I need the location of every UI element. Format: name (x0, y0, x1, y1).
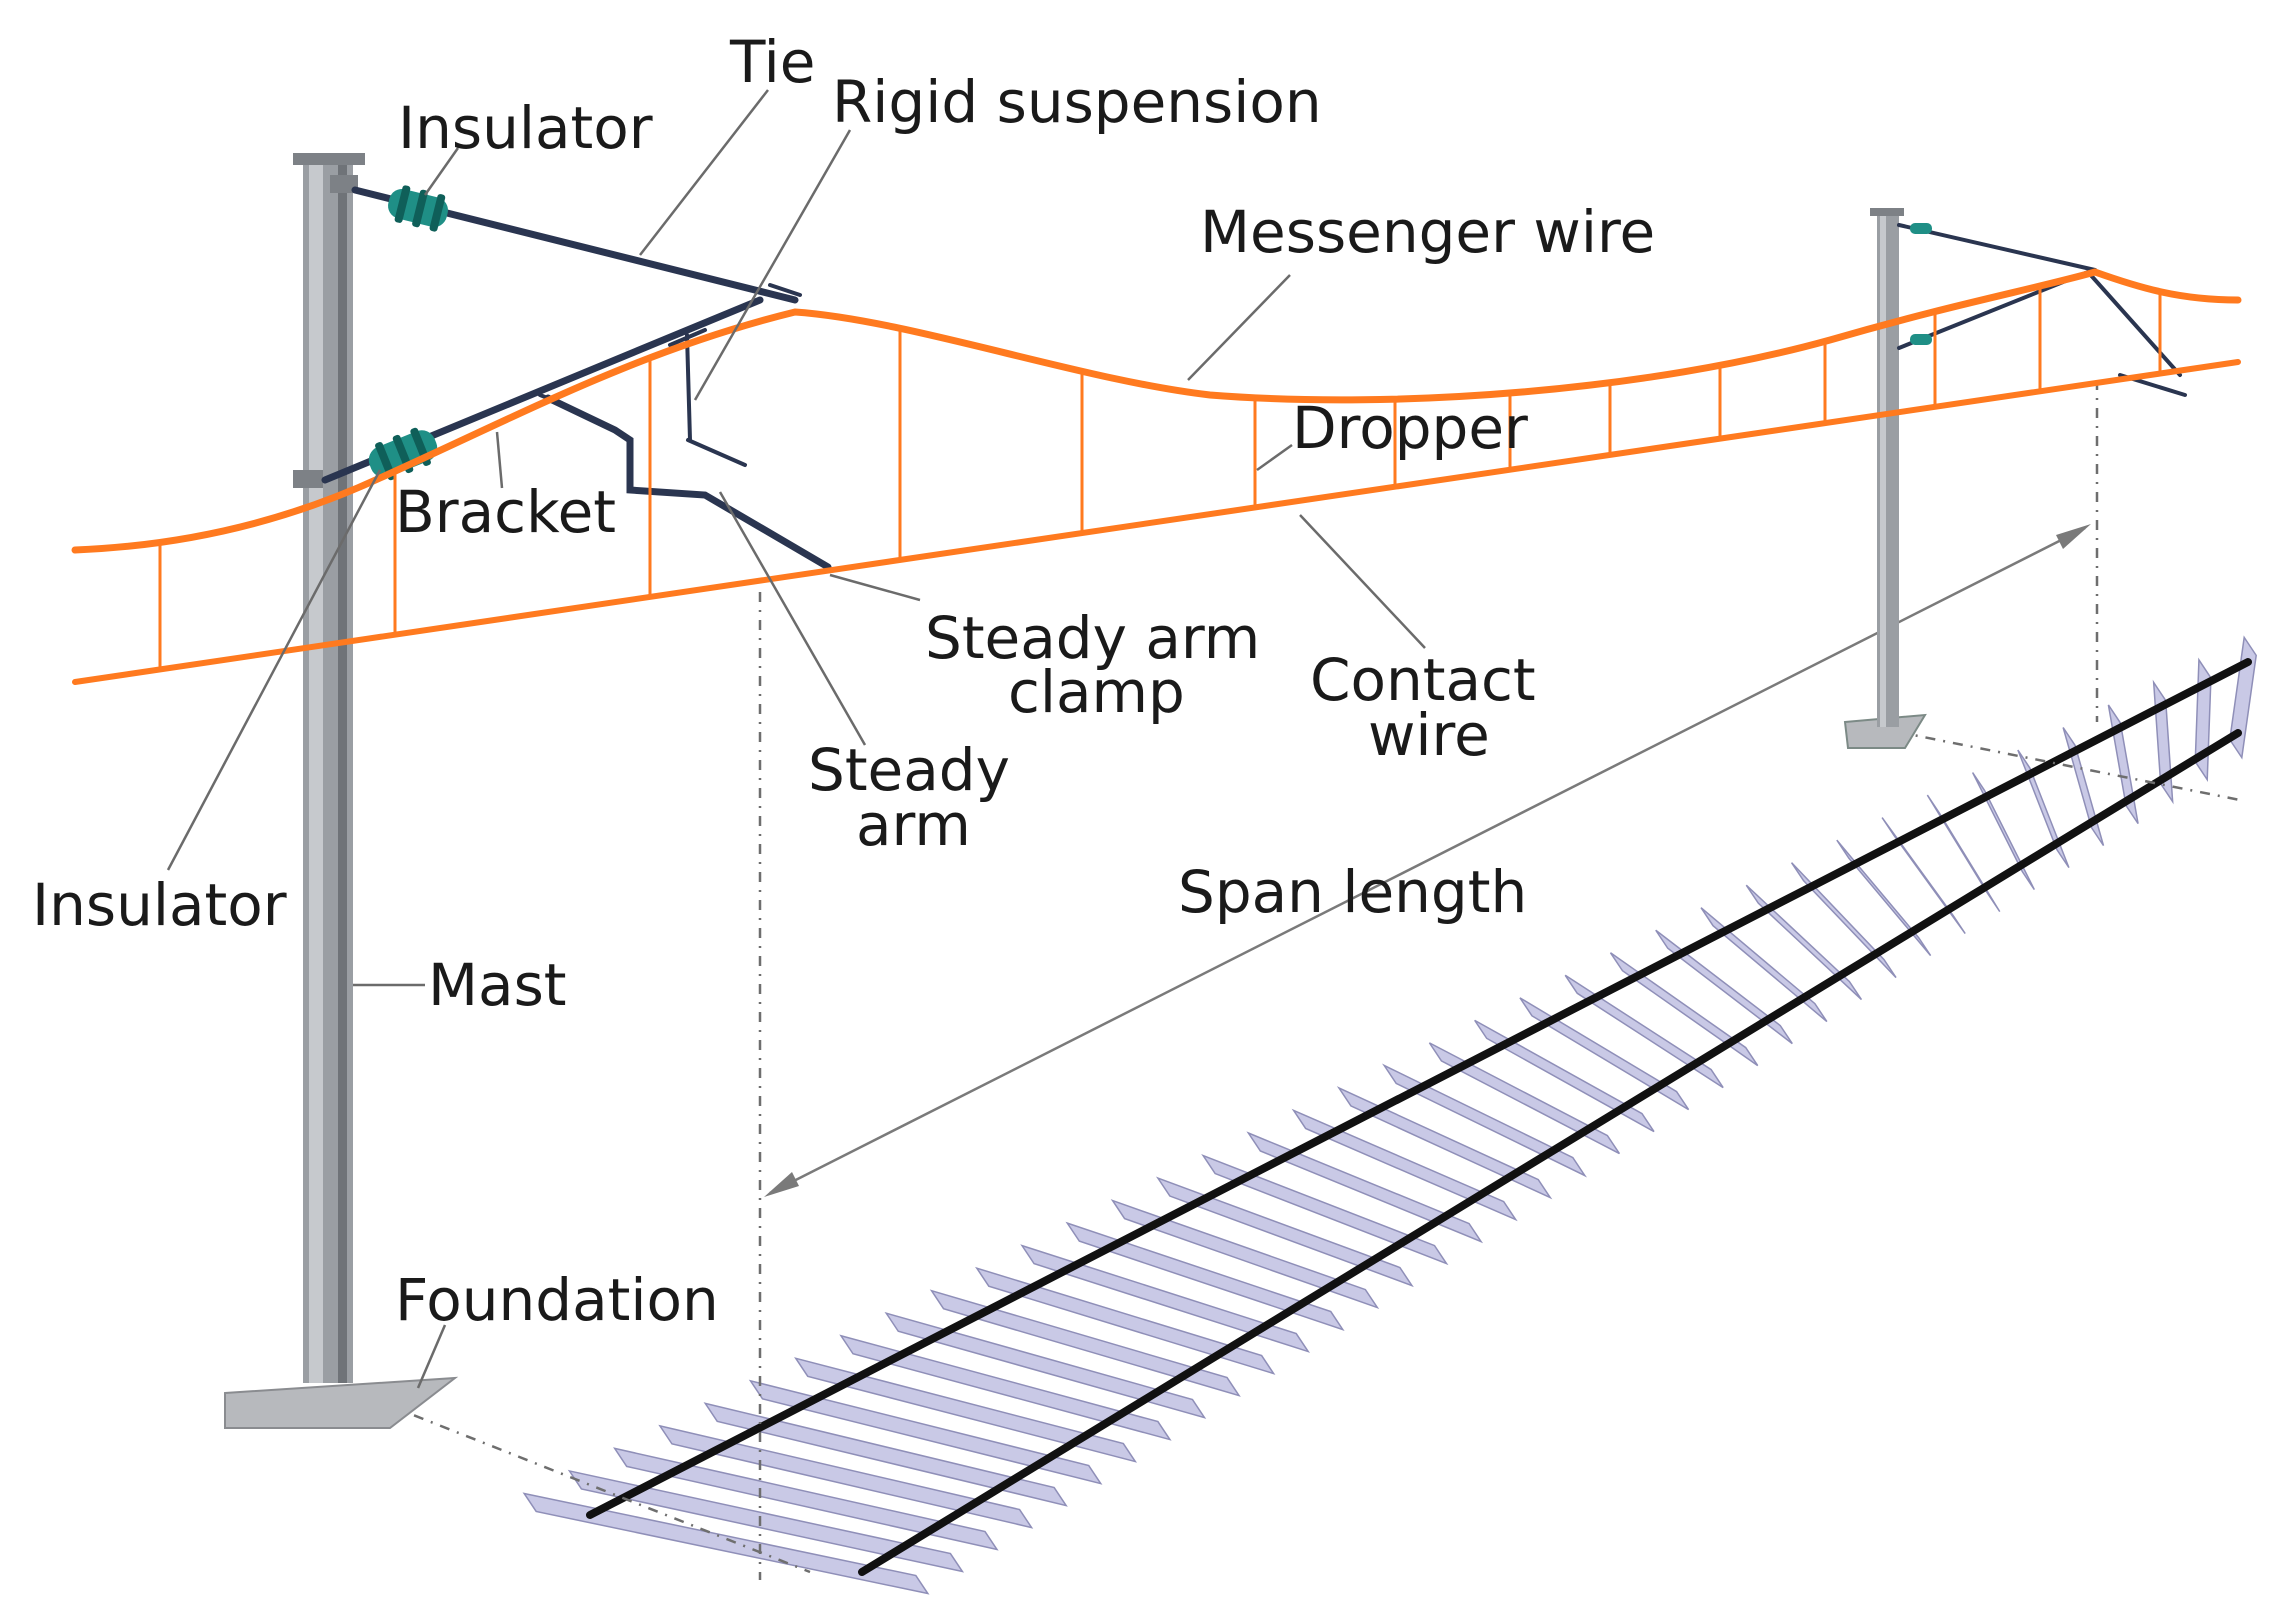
droppers (158, 286, 2162, 670)
track-rails (586, 658, 2252, 1576)
rail-right (858, 729, 2242, 1576)
leader-insulator-bottom (166, 469, 382, 871)
sleeper (1155, 1176, 1414, 1288)
sleeper (1382, 1063, 1587, 1178)
mast-left (224, 153, 459, 1429)
sleeper (2017, 749, 2070, 869)
sleeper (839, 1334, 1172, 1441)
sleeper (1926, 794, 2001, 913)
cantilever-right (1897, 223, 2187, 397)
sleeper (1700, 907, 1828, 1023)
messenger-wire (71, 268, 2242, 554)
sleeper (1790, 862, 1897, 979)
sleeper (1971, 772, 2036, 891)
sleeper (1609, 952, 1759, 1067)
sleeper (1020, 1244, 1311, 1353)
label-steady-arm-clamp-line2: clamp (1008, 658, 1185, 726)
leader-tie (639, 89, 769, 256)
label-rigid-suspension: Rigid suspension (832, 68, 1322, 136)
label-messenger-wire: Messenger wire (1200, 198, 1655, 266)
cantilever-left (321, 185, 832, 571)
sleeper (975, 1266, 1276, 1375)
sleeper (1474, 1019, 1655, 1133)
leader-steady-arm (718, 491, 867, 746)
sleeper (884, 1311, 1207, 1419)
sleeper (1564, 974, 1724, 1089)
leader-contact-wire (1299, 514, 1426, 649)
label-steady-arm-line2: arm (856, 791, 971, 859)
leader-rigid-suspension (693, 129, 852, 401)
sleeper (522, 1492, 930, 1595)
sleeper (1291, 1108, 1518, 1222)
label-dropper: Dropper (1292, 394, 1528, 462)
sleeper (2062, 727, 2105, 847)
sleeper (1519, 997, 1690, 1111)
label-steady-arm-clamp-line1: Steady arm (925, 604, 1260, 672)
sleeper (1246, 1131, 1484, 1244)
sleeper (1065, 1221, 1345, 1331)
leader-dropper (1256, 443, 1293, 472)
rail-left (586, 658, 2252, 1519)
sleeper (2229, 635, 2257, 760)
sleeper (1110, 1199, 1380, 1310)
insulator-right-bottom-icon (1910, 334, 1932, 345)
label-insulator-bottom: Insulator (32, 871, 287, 939)
steady-arm-tube (544, 394, 832, 571)
sleeper (1336, 1086, 1553, 1200)
sleeper (1881, 817, 1966, 935)
track-sleepers (522, 635, 2257, 1595)
sleeper (929, 1289, 1241, 1397)
labels: Tie Rigid suspension Insulator Messenger… (32, 28, 1655, 1334)
leader-foundation (416, 1324, 447, 1389)
label-insulator-top: Insulator (398, 94, 653, 162)
contact-wire (72, 359, 2241, 685)
leader-steady-arm-clamp (829, 573, 921, 602)
sleeper (1201, 1153, 1449, 1266)
reference-line-left-foundation (387, 1403, 811, 1574)
leader-lines (166, 89, 1426, 1389)
label-steady-arm-line1: Steady (808, 736, 1010, 804)
reference-line-right-foundation (1897, 730, 2241, 802)
insulator-right-top-icon (1910, 223, 1932, 234)
sleeper (794, 1357, 1138, 1463)
sleeper (1428, 1042, 1621, 1155)
insulator-top-icon (388, 185, 448, 232)
label-contact-wire-line1: Contact (1310, 646, 1536, 714)
foundation-plate-left (224, 1376, 459, 1429)
sleeper (1745, 884, 1863, 1001)
label-mast: Mast (428, 951, 567, 1019)
sleeper (567, 1469, 965, 1573)
mast-right (1843, 208, 1927, 749)
span-length-arrow (764, 524, 2091, 1197)
reference-lines (387, 380, 2241, 1580)
sleeper (1836, 839, 1932, 957)
label-tie: Tie (729, 28, 815, 96)
sleeper (748, 1379, 1103, 1485)
leader-messenger-wire (1187, 274, 1291, 381)
arrowhead-right-icon (2056, 524, 2091, 549)
label-span-length: Span length (1178, 858, 1527, 926)
sleeper (703, 1402, 1068, 1507)
label-foundation: Foundation (395, 1266, 719, 1334)
label-bracket: Bracket (395, 478, 616, 546)
sleeper (658, 1424, 1034, 1529)
rigid-suspension-bar (685, 333, 692, 442)
leader-bracket (495, 431, 504, 489)
sleeper (1655, 929, 1793, 1045)
mast-left-cap (293, 153, 365, 165)
sleeper (613, 1447, 999, 1551)
label-contact-wire-line2: wire (1368, 701, 1490, 769)
leader-insulator-top (423, 147, 460, 196)
arrowhead-left-icon (764, 1172, 799, 1197)
